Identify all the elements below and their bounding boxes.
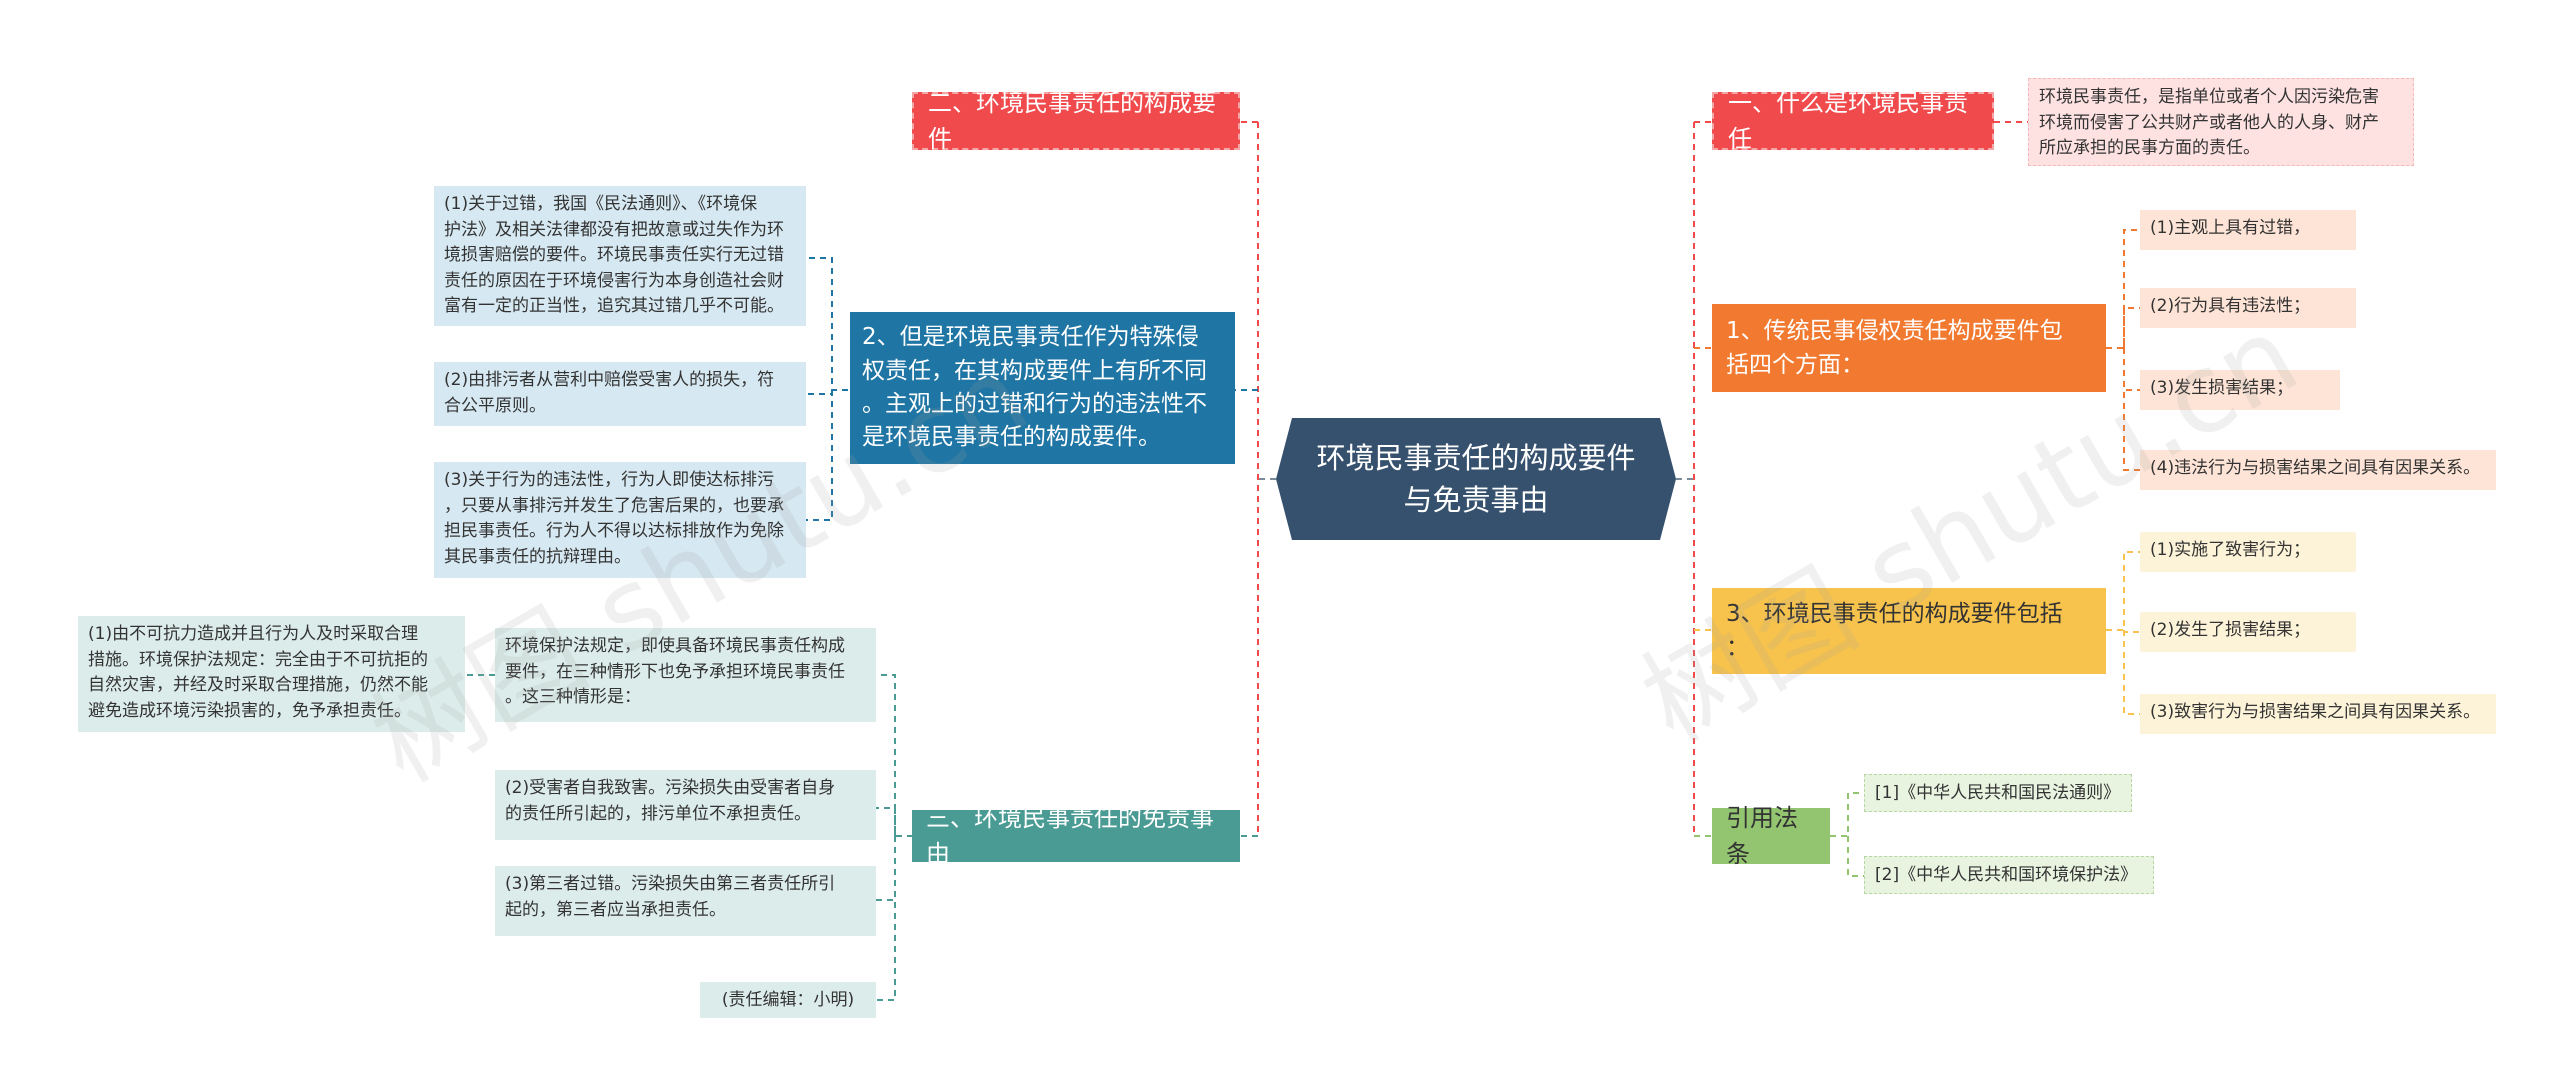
central-topic[interactable]: 环境民事责任的构成要件 与免责事由 (1276, 418, 1676, 540)
leaf-trad-illegality-text: (2)行为具有违法性； (2150, 296, 2311, 316)
leaf-env-damage[interactable]: (2)发生了损害结果； (2140, 612, 2356, 652)
leaf-illegality[interactable]: (3)关于行为的违法性，行为人即使达标排污 ，只要从事排污并发生了危害后果的，也… (434, 462, 806, 578)
ref-env-law-text: [2]《中华人民共和国环境保护法》 (1875, 865, 2138, 885)
branch-constituent-elements-label: 二、环境民事责任的构成要件 (928, 89, 1216, 153)
leaf-victim-fault-text: (2)受害者自我致害。污染损失由受害者自身 的责任所引起的，排污单位不承担责任。 (505, 778, 836, 824)
branch-special-tort-label: 2、但是环境民事责任作为特殊侵 权责任，在其构成要件上有所不同 。主观上的过错和… (862, 324, 1207, 451)
leaf-definition-detail[interactable]: 环境民事责任，是指单位或者个人因污染危害 环境而侵害了公共财产或者他人的人身、财… (2028, 78, 2414, 166)
leaf-fault[interactable]: (1)关于过错，我国《民法通则》、《环境保 护法》及相关法律都没有把故意或过失作… (434, 186, 806, 326)
central-topic-label: 环境民事责任的构成要件 与免责事由 (1316, 440, 1636, 517)
branch-constituent-elements[interactable]: 二、环境民事责任的构成要件 (912, 89, 1240, 153)
leaf-victim-fault[interactable]: (2)受害者自我致害。污染损失由受害者自身 的责任所引起的，排污单位不承担责任。 (495, 770, 876, 840)
leaf-trad-causation-text: (4)违法行为与损害结果之间具有因果关系。 (2150, 458, 2481, 478)
leaf-env-act[interactable]: (1)实施了致害行为； (2140, 532, 2356, 572)
leaf-third-party[interactable]: (3)第三者过错。污染损失由第三者责任所引 起的，第三者应当承担责任。 (495, 866, 876, 936)
leaf-third-party-text: (3)第三者过错。污染损失由第三者责任所引 起的，第三者应当承担责任。 (505, 874, 836, 920)
leaf-editor[interactable]: (责任编辑：小明) (700, 982, 876, 1018)
leaf-env-causation[interactable]: (3)致害行为与损害结果之间具有因果关系。 (2140, 694, 2496, 734)
branch-references[interactable]: 引用法条 (1712, 804, 1830, 868)
leaf-trad-fault[interactable]: (1)主观上具有过错， (2140, 210, 2356, 250)
branch-environmental-elements-label: 3、环境民事责任的构成要件包括 ： (1726, 600, 2063, 662)
leaf-exemption-intro[interactable]: 环境保护法规定，即使具备环境民事责任构成 要件，在三种情形下也免予承担环境民事责… (495, 628, 876, 722)
branch-definition[interactable]: 一、什么是环境民事责任 (1712, 89, 1994, 153)
leaf-env-damage-text: (2)发生了损害结果； (2150, 620, 2311, 640)
leaf-illegality-text: (3)关于行为的违法性，行为人即使达标排污 ，只要从事排污并发生了危害后果的，也… (444, 470, 784, 567)
leaf-force-majeure[interactable]: (1)由不可抗力造成并且行为人及时采取合理 措施。环境保护法规定：完全由于不可抗… (78, 616, 465, 732)
leaf-fairness-text: (2)由排污者从营利中赔偿受害人的损失，符 合公平原则。 (444, 370, 775, 416)
leaf-editor-text: (责任编辑：小明) (721, 990, 855, 1010)
ref-civil-law-text: [1]《中华人民共和国民法通则》 (1875, 783, 2121, 803)
leaf-definition-detail-text: 环境民事责任，是指单位或者个人因污染危害 环境而侵害了公共财产或者他人的人身、财… (2039, 87, 2379, 158)
leaf-trad-illegality[interactable]: (2)行为具有违法性； (2140, 288, 2356, 328)
branch-traditional-elements[interactable]: 1、传统民事侵权责任构成要件包 括四个方面： (1712, 304, 2106, 392)
ref-env-law[interactable]: [2]《中华人民共和国环境保护法》 (1864, 856, 2154, 894)
leaf-force-majeure-text: (1)由不可抗力造成并且行为人及时采取合理 措施。环境保护法规定：完全由于不可抗… (88, 624, 428, 721)
leaf-trad-damage[interactable]: (3)发生损害结果； (2140, 370, 2340, 410)
ref-civil-law[interactable]: [1]《中华人民共和国民法通则》 (1864, 774, 2132, 812)
leaf-fairness[interactable]: (2)由排污者从营利中赔偿受害人的损失，符 合公平原则。 (434, 362, 806, 426)
branch-references-label: 引用法条 (1726, 804, 1798, 868)
branch-exemption-label: 三、环境民事责任的免责事由 (926, 804, 1214, 868)
branch-environmental-elements[interactable]: 3、环境民事责任的构成要件包括 ： (1712, 588, 2106, 674)
leaf-exemption-intro-text: 环境保护法规定，即使具备环境民事责任构成 要件，在三种情形下也免予承担环境民事责… (505, 636, 845, 707)
branch-traditional-elements-label: 1、传统民事侵权责任构成要件包 括四个方面： (1726, 317, 2063, 379)
leaf-env-act-text: (1)实施了致害行为； (2150, 540, 2311, 560)
leaf-fault-text: (1)关于过错，我国《民法通则》、《环境保 护法》及相关法律都没有把故意或过失作… (444, 194, 784, 316)
branch-definition-label: 一、什么是环境民事责任 (1728, 89, 1968, 153)
leaf-trad-fault-text: (1)主观上具有过错， (2150, 218, 2311, 238)
leaf-trad-damage-text: (3)发生损害结果； (2150, 378, 2294, 398)
branch-special-tort[interactable]: 2、但是环境民事责任作为特殊侵 权责任，在其构成要件上有所不同 。主观上的过错和… (850, 312, 1235, 464)
leaf-trad-causation[interactable]: (4)违法行为与损害结果之间具有因果关系。 (2140, 450, 2496, 490)
branch-exemption[interactable]: 三、环境民事责任的免责事由 (912, 804, 1240, 868)
leaf-env-causation-text: (3)致害行为与损害结果之间具有因果关系。 (2150, 702, 2481, 722)
